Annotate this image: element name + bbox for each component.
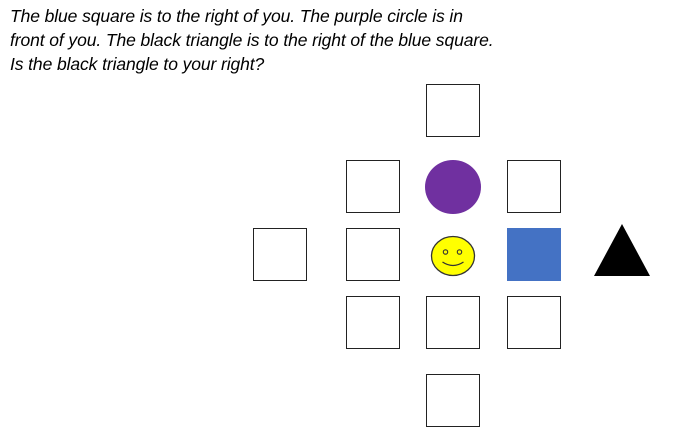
empty-square-bottom: [426, 374, 480, 427]
blue-square: [507, 228, 561, 281]
empty-square-row3-left: [346, 228, 400, 281]
empty-square-top: [426, 84, 480, 137]
empty-square-row4-center: [426, 296, 480, 349]
question-line-3: Is the black triangle to your right?: [10, 54, 265, 74]
question-line-1: The blue square is to the right of you. …: [10, 6, 463, 26]
purple-circle: [425, 160, 481, 214]
black-triangle: [594, 224, 650, 276]
question-line-2: front of you. The black triangle is to t…: [10, 30, 494, 50]
question-text: The blue square is to the right of you. …: [10, 4, 630, 76]
empty-square-row4-right: [507, 296, 561, 349]
empty-square-row2-left: [346, 160, 400, 213]
empty-square-row2-right: [507, 160, 561, 213]
you-smiley-icon: [430, 235, 476, 277]
empty-square-far-left: [253, 228, 307, 281]
empty-square-row4-left: [346, 296, 400, 349]
